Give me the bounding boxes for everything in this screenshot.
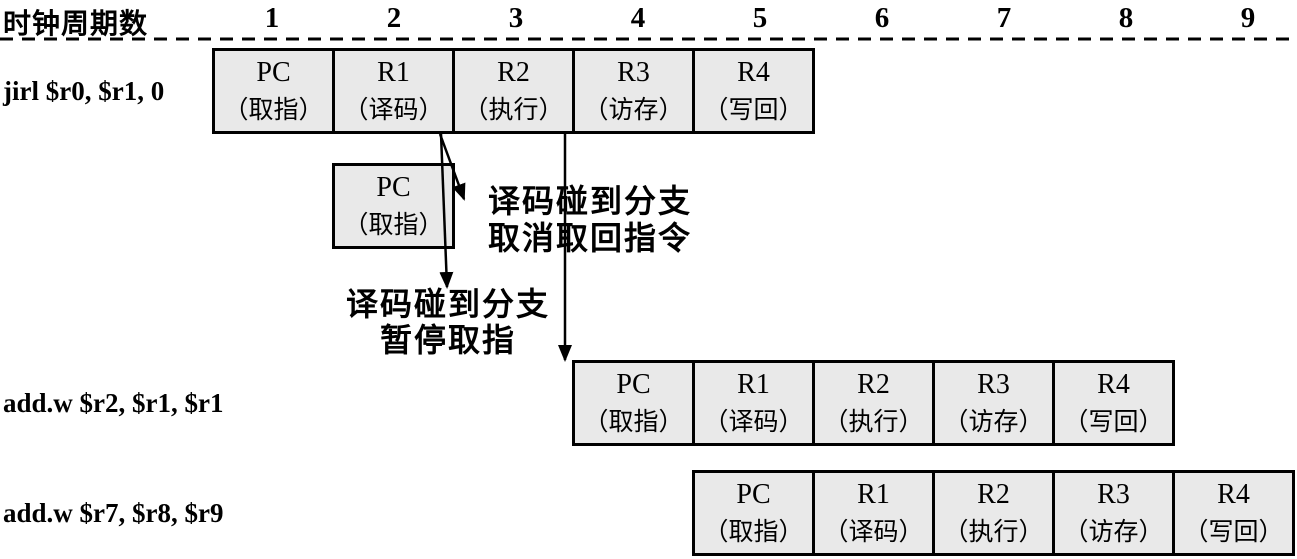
- stage-register: R2: [977, 479, 1010, 511]
- stage-name: （写回）: [703, 97, 804, 125]
- stage-register: PC: [256, 57, 291, 89]
- stage-register: R1: [377, 57, 410, 89]
- stage-box-addw-r7-r2: R2 （执行）: [932, 470, 1055, 556]
- cycle-number-5: 5: [752, 1, 768, 34]
- stage-box-jirl-pc: PC （取指）: [212, 48, 335, 134]
- stage-name: （取指）: [703, 519, 804, 547]
- stage-box-addw-r7-pc: PC （取指）: [692, 470, 815, 556]
- instruction-label-jirl: jirl $r0, $r1, 0: [3, 75, 165, 106]
- stage-box-addw-r2-pc: PC （取指）: [572, 360, 695, 446]
- stage-register: R4: [737, 57, 770, 89]
- cycle-number-8: 8: [1118, 1, 1134, 34]
- stage-name: （译码）: [343, 97, 444, 125]
- stage-box-addw-r7-r1: R1 （译码）: [812, 470, 935, 556]
- stage-register: R2: [497, 57, 530, 89]
- stage-register: R4: [1097, 369, 1130, 401]
- stage-box-addw-r7-r4: R4 （写回）: [1172, 470, 1295, 556]
- stall-fetch-annotation-line1: 译码碰到分支: [345, 286, 550, 322]
- stage-register: R2: [857, 369, 890, 401]
- clock-cycle-axis-label: 时钟周期数: [3, 9, 149, 40]
- stage-box-jirl-r2: R2 （执行）: [452, 48, 575, 134]
- stage-box-cancelled-fetch-pc: PC （取指）: [332, 163, 455, 249]
- cycle-number-4: 4: [630, 1, 646, 34]
- stage-register: PC: [736, 479, 771, 511]
- cycle-number-6: 6: [874, 1, 890, 34]
- stage-name: （执行）: [823, 409, 924, 437]
- stage-box-addw-r2-r2: R2 （执行）: [812, 360, 935, 446]
- stage-name: （写回）: [1063, 409, 1164, 437]
- stage-box-jirl-r4: R4 （写回）: [692, 48, 815, 134]
- stage-name: （执行）: [943, 519, 1044, 547]
- stage-box-addw-r2-r1: R1 （译码）: [692, 360, 815, 446]
- stage-box-addw-r7-r3: R3 （访存）: [1052, 470, 1175, 556]
- stage-name: （取指）: [343, 212, 444, 240]
- stage-register: R4: [1217, 479, 1250, 511]
- cancel-fetch-annotation: 译码碰到分支 取消取回指令: [465, 183, 715, 257]
- stage-name: （写回）: [1183, 519, 1284, 547]
- stage-name: （译码）: [823, 519, 924, 547]
- cycle-number-3: 3: [508, 1, 524, 34]
- stage-register: PC: [616, 369, 651, 401]
- stage-box-addw-r2-r3: R3 （访存）: [932, 360, 1055, 446]
- cancel-fetch-annotation-line2: 取消取回指令: [487, 220, 692, 256]
- stage-register: R1: [737, 369, 770, 401]
- stage-name: （取指）: [583, 409, 684, 437]
- stage-register: R3: [617, 57, 650, 89]
- stage-name: （执行）: [463, 97, 564, 125]
- cycle-number-7: 7: [996, 1, 1012, 34]
- stage-box-jirl-r1: R1 （译码）: [332, 48, 455, 134]
- stage-name: （访存）: [1063, 519, 1164, 547]
- stage-name: （译码）: [703, 409, 804, 437]
- cycle-number-1: 1: [264, 1, 280, 34]
- stage-name: （取指）: [223, 97, 324, 125]
- stall-fetch-annotation-line2: 暂停取指: [379, 322, 516, 358]
- stage-register: PC: [376, 172, 411, 204]
- stage-box-addw-r2-r4: R4 （写回）: [1052, 360, 1175, 446]
- stage-name: （访存）: [583, 97, 684, 125]
- cycle-number-9: 9: [1240, 1, 1256, 34]
- cycle-number-2: 2: [386, 1, 402, 34]
- stage-name: （访存）: [943, 409, 1044, 437]
- stage-register: R1: [857, 479, 890, 511]
- stage-register: R3: [977, 369, 1010, 401]
- cancel-fetch-annotation-line1: 译码碰到分支: [487, 183, 692, 219]
- instruction-label-addw-r2: add.w $r2, $r1, $r1: [3, 387, 224, 418]
- stage-box-jirl-r3: R3 （访存）: [572, 48, 695, 134]
- stall-fetch-annotation: 译码碰到分支 暂停取指: [323, 286, 573, 358]
- stage-register: R3: [1097, 479, 1130, 511]
- instruction-label-addw-r7: add.w $r7, $r8, $r9: [3, 497, 224, 528]
